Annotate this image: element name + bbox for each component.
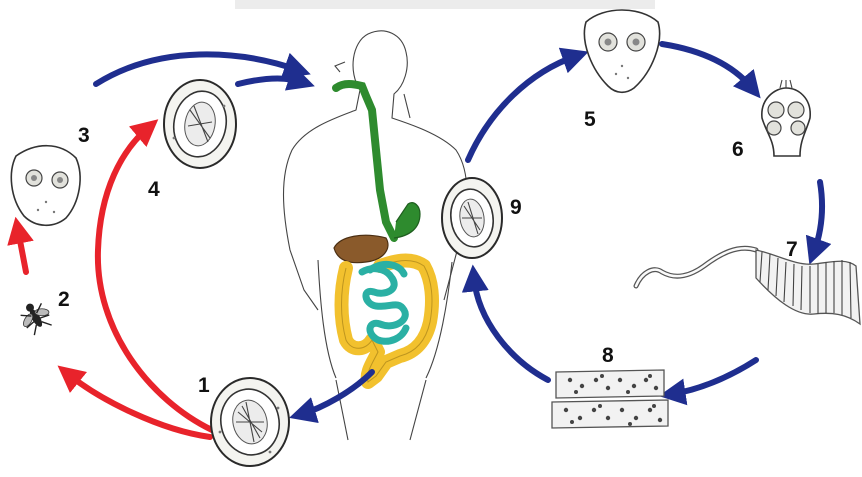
egg-stage-9 [442,178,502,258]
arrow-embryo5-to-scolex [662,44,752,88]
label-8: 8 [602,344,614,367]
label-7: 7 [786,238,798,261]
label-1: 1 [198,374,210,397]
embryo-stage-5 [584,10,659,92]
arrow-scolex-to-worm [814,182,822,252]
label-5: 5 [584,108,596,131]
label-2: 2 [58,288,70,311]
arrow-body-to-egg1 [302,372,372,414]
large-intestine [342,261,433,382]
arrow-fly-to-embryo [18,230,26,272]
arrow-egg-to-egg4 [98,128,212,430]
stage-labels: 1 2 3 4 5 6 7 8 9 [58,108,798,397]
blurred-title-strip [235,0,655,9]
label-6: 6 [732,138,744,161]
liver [334,235,388,262]
arrow-cyst9-to-embryo5 [468,56,576,160]
embryo-stage-3 [11,146,80,226]
label-4: 4 [148,178,160,201]
arrow-worm-to-proglottids [672,360,756,394]
scolex-stage-6 [762,80,810,156]
proglottids-stage-8 [552,370,668,428]
arrow-egg-to-fly [68,374,210,437]
label-3: 3 [78,124,90,147]
digestive-tract [334,84,432,382]
label-9: 9 [510,196,522,219]
fly-icon [14,296,56,338]
arrow-egg4-to-mouth [238,78,302,84]
arrow-proglottids-to-cyst9 [474,278,548,380]
small-intestine [362,264,406,341]
egg-stage-1 [211,378,289,466]
tapeworm-stage-7 [636,248,860,324]
egg-stage-4 [164,80,236,168]
